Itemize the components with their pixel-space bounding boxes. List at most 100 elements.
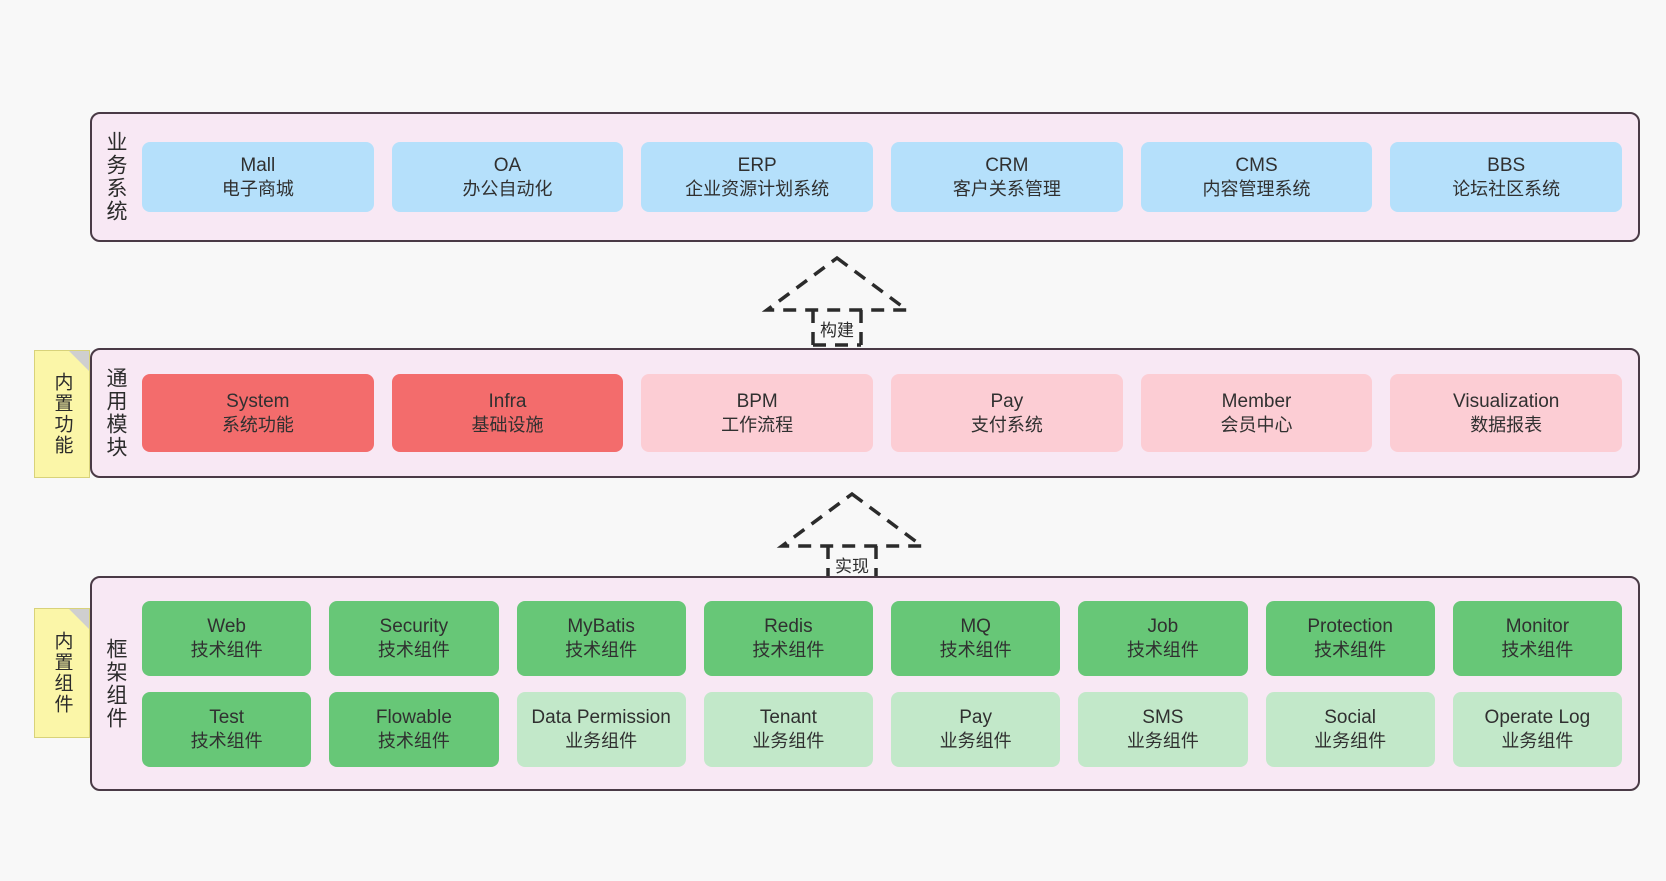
component-subtitle: 业务组件 [1126, 730, 1199, 751]
layer-common-label: 通用模块 [104, 367, 127, 459]
sticky-note-text: 内置功能 [51, 372, 73, 456]
business-module-row: Mall 电子商城 OA 办公自动化 ERP 企业资源计划系统 CRM 客户关系… [142, 142, 1623, 212]
layer-business-label: 业务系统 [104, 131, 127, 223]
page-fold-icon [69, 609, 89, 629]
component-subtitle: 技术组件 [190, 730, 263, 751]
component-flowable[interactable]: Flowable 技术组件 [329, 691, 499, 767]
module-pay[interactable]: Pay 支付系统 [891, 374, 1123, 452]
component-subtitle: 业务组件 [1501, 730, 1574, 751]
layer-framework-label: 框架组件 [104, 637, 127, 730]
component-title: Protection [1307, 615, 1393, 637]
component-subtitle: 技术组件 [1126, 639, 1199, 660]
component-title: Monitor [1505, 615, 1570, 637]
component-tenant[interactable]: Tenant 业务组件 [703, 691, 873, 767]
component-title: Redis [764, 615, 813, 637]
layer-framework-components[interactable]: 框架组件 Web 技术组件 Security 技术组件 MyBatis 技术组件… [90, 576, 1640, 791]
module-title: Member [1221, 390, 1292, 412]
module-infra[interactable]: Infra 基础设施 [391, 374, 624, 452]
module-title: Infra [488, 390, 527, 412]
module-title: CRM [985, 154, 1029, 176]
connector-implement: 实现 [762, 488, 942, 583]
component-title: SMS [1142, 706, 1184, 728]
component-subtitle: 业务组件 [565, 730, 638, 751]
component-title: MQ [960, 615, 991, 637]
sticky-note-builtin-functions[interactable]: 内置功能 [34, 350, 90, 478]
component-mq[interactable]: MQ 技术组件 [891, 600, 1061, 676]
component-title: Web [207, 615, 246, 637]
module-bpm[interactable]: BPM 工作流程 [641, 374, 874, 452]
module-title: ERP [737, 154, 777, 176]
component-title: Tenant [759, 706, 817, 728]
component-subtitle: 技术组件 [1501, 639, 1574, 660]
module-title: BBS [1487, 154, 1526, 176]
framework-tech-row: Web 技术组件 Security 技术组件 MyBatis 技术组件 Redi… [142, 600, 1622, 676]
module-title: BPM [736, 390, 778, 412]
module-subtitle: 企业资源计划系统 [685, 178, 830, 199]
component-subtitle: 业务组件 [939, 730, 1012, 751]
component-test[interactable]: Test 技术组件 [142, 691, 312, 767]
module-subtitle: 会员中心 [1220, 414, 1293, 435]
module-member[interactable]: Member 会员中心 [1140, 374, 1373, 452]
component-title: Social [1324, 706, 1376, 728]
component-subtitle: 技术组件 [190, 639, 263, 660]
component-subtitle: 业务组件 [1314, 730, 1387, 751]
component-title: Data Permission [531, 706, 671, 728]
module-subtitle: 工作流程 [721, 414, 794, 435]
component-title: Security [379, 615, 449, 637]
sticky-note-builtin-components[interactable]: 内置组件 [34, 608, 90, 738]
component-job[interactable]: Job 技术组件 [1078, 600, 1248, 676]
component-subtitle: 技术组件 [377, 730, 450, 751]
component-subtitle: 技术组件 [1314, 639, 1387, 660]
layer-framework-body: Web 技术组件 Security 技术组件 MyBatis 技术组件 Redi… [138, 578, 1638, 789]
module-oa[interactable]: OA 办公自动化 [391, 142, 624, 212]
component-protection[interactable]: Protection 技术组件 [1265, 600, 1435, 676]
layer-business-body: Mall 电子商城 OA 办公自动化 ERP 企业资源计划系统 CRM 客户关系… [138, 114, 1638, 240]
component-title: Operate Log [1484, 706, 1591, 728]
component-web[interactable]: Web 技术组件 [142, 600, 312, 676]
component-monitor[interactable]: Monitor 技术组件 [1452, 600, 1622, 676]
component-sms[interactable]: SMS 业务组件 [1078, 691, 1248, 767]
connector-build-label: 构建 [820, 321, 854, 340]
component-subtitle: 业务组件 [752, 730, 825, 751]
module-title: OA [493, 154, 522, 176]
module-subtitle: 办公自动化 [462, 178, 553, 199]
framework-business-row: Test 技术组件 Flowable 技术组件 Data Permission … [142, 691, 1622, 767]
component-pay[interactable]: Pay 业务组件 [891, 691, 1061, 767]
module-cms[interactable]: CMS 内容管理系统 [1140, 142, 1373, 212]
common-module-row: System 系统功能 Infra 基础设施 BPM 工作流程 Pay 支付系统… [142, 374, 1623, 452]
module-subtitle: 内容管理系统 [1202, 178, 1311, 199]
component-subtitle: 技术组件 [377, 639, 450, 660]
module-title: Pay [990, 390, 1024, 412]
layer-business-systems[interactable]: 业务系统 Mall 电子商城 OA 办公自动化 ERP 企业资源计划系统 CRM… [90, 112, 1640, 242]
module-subtitle: 数据报表 [1470, 414, 1543, 435]
layer-common-modules[interactable]: 通用模块 System 系统功能 Infra 基础设施 BPM 工作流程 Pay… [90, 348, 1640, 478]
component-security[interactable]: Security 技术组件 [329, 600, 499, 676]
component-social[interactable]: Social 业务组件 [1265, 691, 1435, 767]
component-operate-log[interactable]: Operate Log 业务组件 [1452, 691, 1622, 767]
component-data-permission[interactable]: Data Permission 业务组件 [516, 691, 686, 767]
module-mall[interactable]: Mall 电子商城 [142, 142, 374, 212]
module-title: System [226, 390, 290, 412]
module-title: Visualization [1453, 390, 1560, 412]
component-mybatis[interactable]: MyBatis 技术组件 [516, 600, 686, 676]
component-title: MyBatis [567, 615, 635, 637]
module-subtitle: 客户关系管理 [952, 178, 1061, 199]
module-subtitle: 基础设施 [471, 414, 544, 435]
component-title: Pay [959, 706, 992, 728]
module-erp[interactable]: ERP 企业资源计划系统 [641, 142, 874, 212]
module-subtitle: 系统功能 [221, 414, 294, 435]
module-title: CMS [1235, 154, 1278, 176]
connector-build-arrow-icon [761, 255, 913, 347]
component-subtitle: 技术组件 [939, 639, 1012, 660]
component-redis[interactable]: Redis 技术组件 [703, 600, 873, 676]
page-fold-icon [69, 351, 89, 371]
module-system[interactable]: System 系统功能 [142, 374, 374, 452]
component-subtitle: 技术组件 [565, 639, 638, 660]
module-title: Mall [240, 154, 276, 176]
component-title: Job [1147, 615, 1179, 637]
module-visualization[interactable]: Visualization 数据报表 [1390, 374, 1623, 452]
module-crm[interactable]: CRM 客户关系管理 [891, 142, 1123, 212]
module-bbs[interactable]: BBS 论坛社区系统 [1390, 142, 1623, 212]
sticky-note-text: 内置组件 [51, 631, 73, 715]
